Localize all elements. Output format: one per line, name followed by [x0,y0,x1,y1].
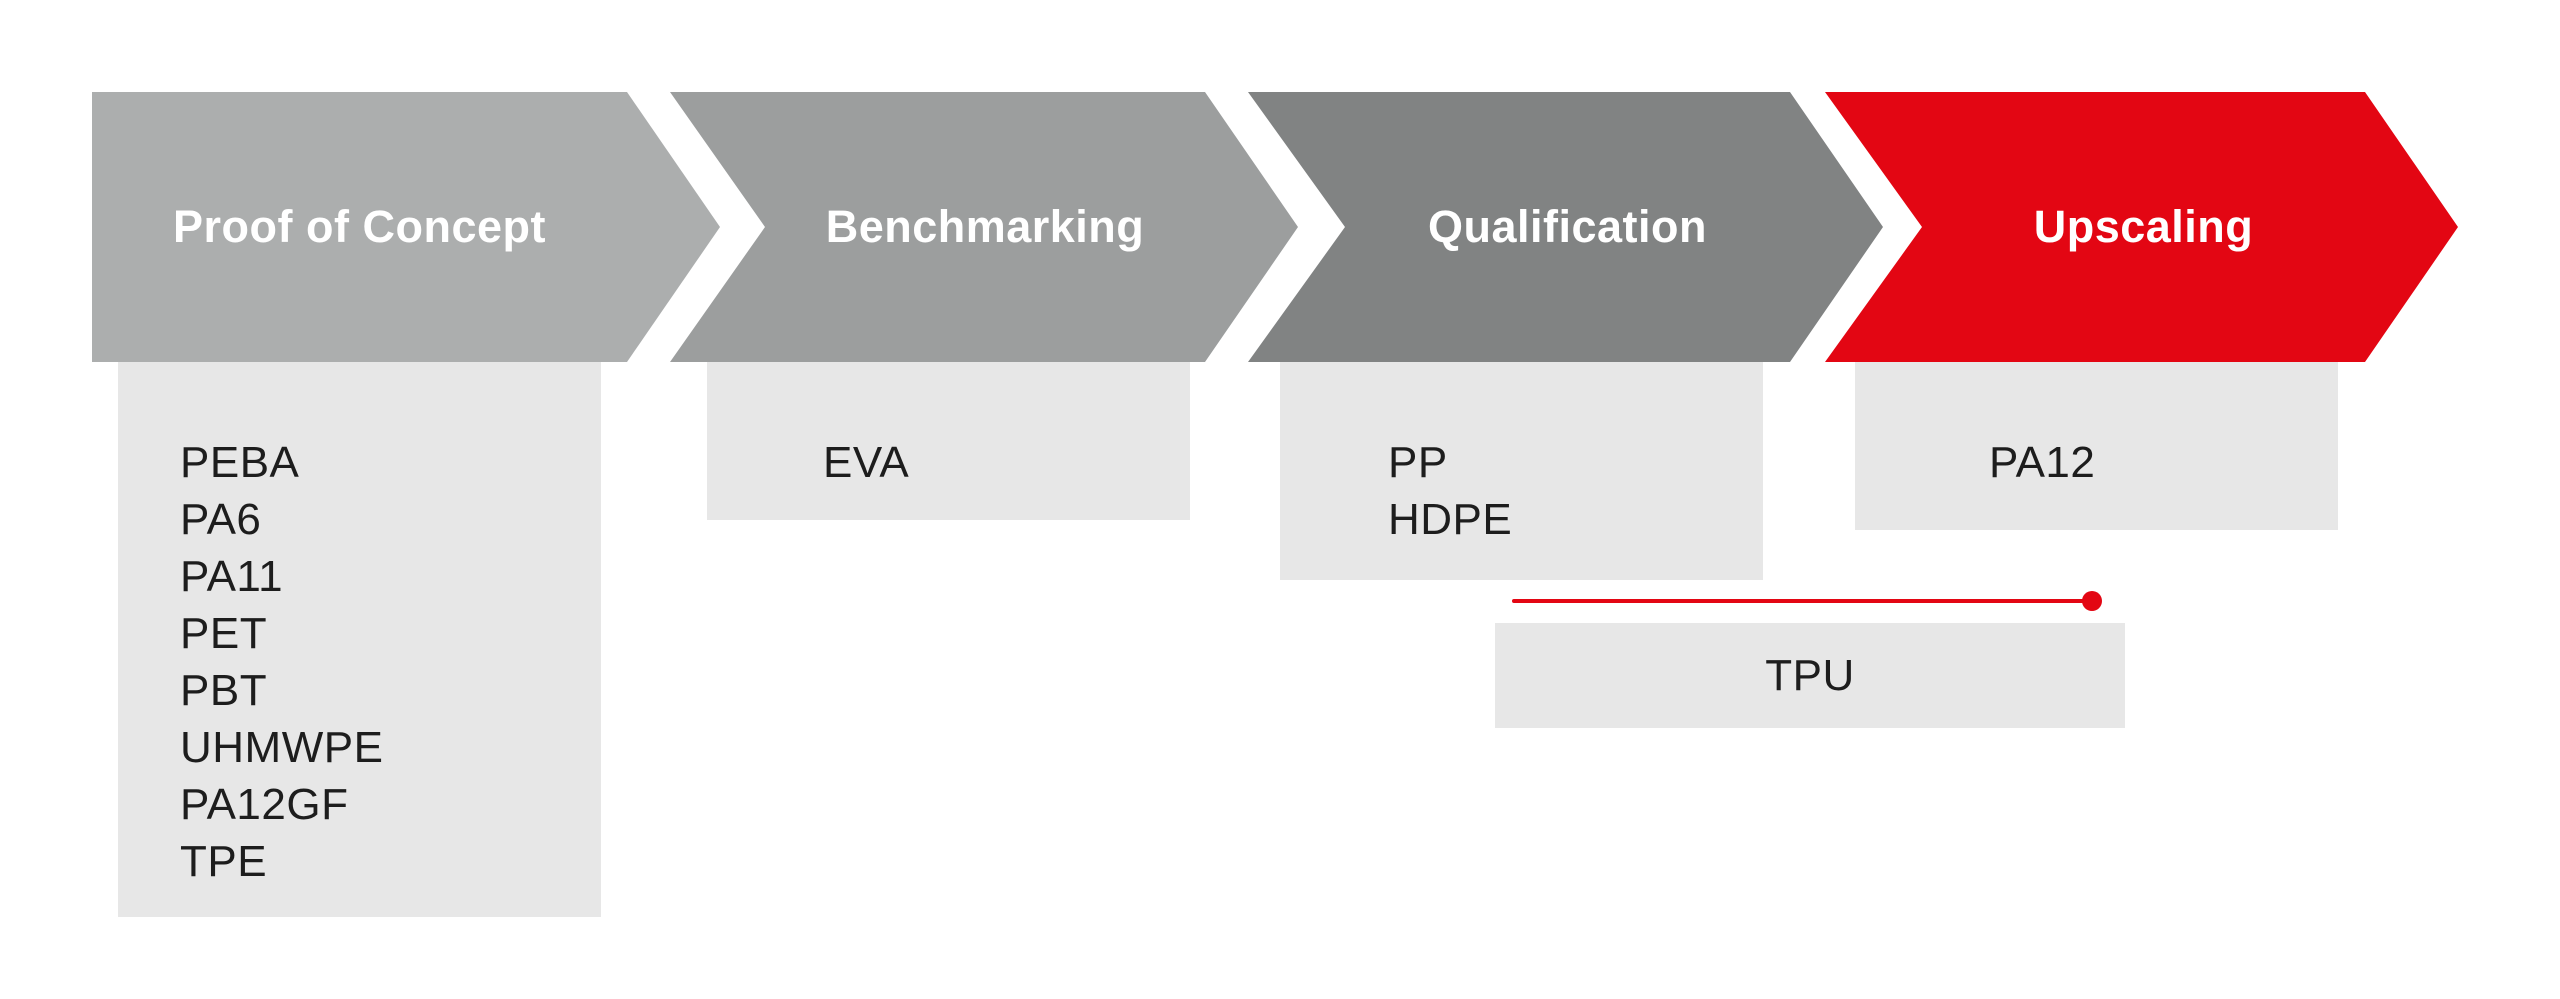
material-item: PP [1388,438,1448,487]
material-item: PA12 [1989,438,2096,487]
material-item: EVA [823,438,910,487]
material-item: PEBA [180,438,300,487]
stage-arrow-proof-of-concept: Proof of Concept [92,92,720,362]
materials-box-qualification: PP HDPE [1280,362,1763,580]
transition-line-dot [2082,591,2102,611]
material-item: HDPE [1388,495,1513,544]
materials-box-benchmarking: EVA [707,362,1190,520]
material-item: UHMWPE [180,723,384,772]
material-item: PA6 [180,495,262,544]
transition-box-tpu: TPU [1495,623,2125,728]
materials-box-proof-of-concept: PEBA PA6 PA11 PET PBT UHMWPE PA12GF TPE [118,362,601,917]
stage-arrow-upscaling: Upscaling [1825,92,2458,362]
material-item: PBT [180,666,268,715]
material-item: PET [180,609,268,658]
material-item: TPE [180,837,268,886]
materials-box-upscaling: PA12 [1855,362,2338,530]
material-item: PA11 [180,552,284,601]
material-item-tpu: TPU [1765,650,1855,700]
stage-label-upscaling: Upscaling [2033,201,2254,252]
transition-line [1512,599,2085,603]
stage-label-proof-of-concept: Proof of Concept [173,201,546,252]
stage-label-benchmarking: Benchmarking [825,201,1145,252]
stage-arrow-qualification: Qualification [1248,92,1883,362]
stage-label-qualification: Qualification [1427,201,1708,252]
stage-arrow-benchmarking: Benchmarking [670,92,1298,362]
material-item: PA12GF [180,780,349,829]
